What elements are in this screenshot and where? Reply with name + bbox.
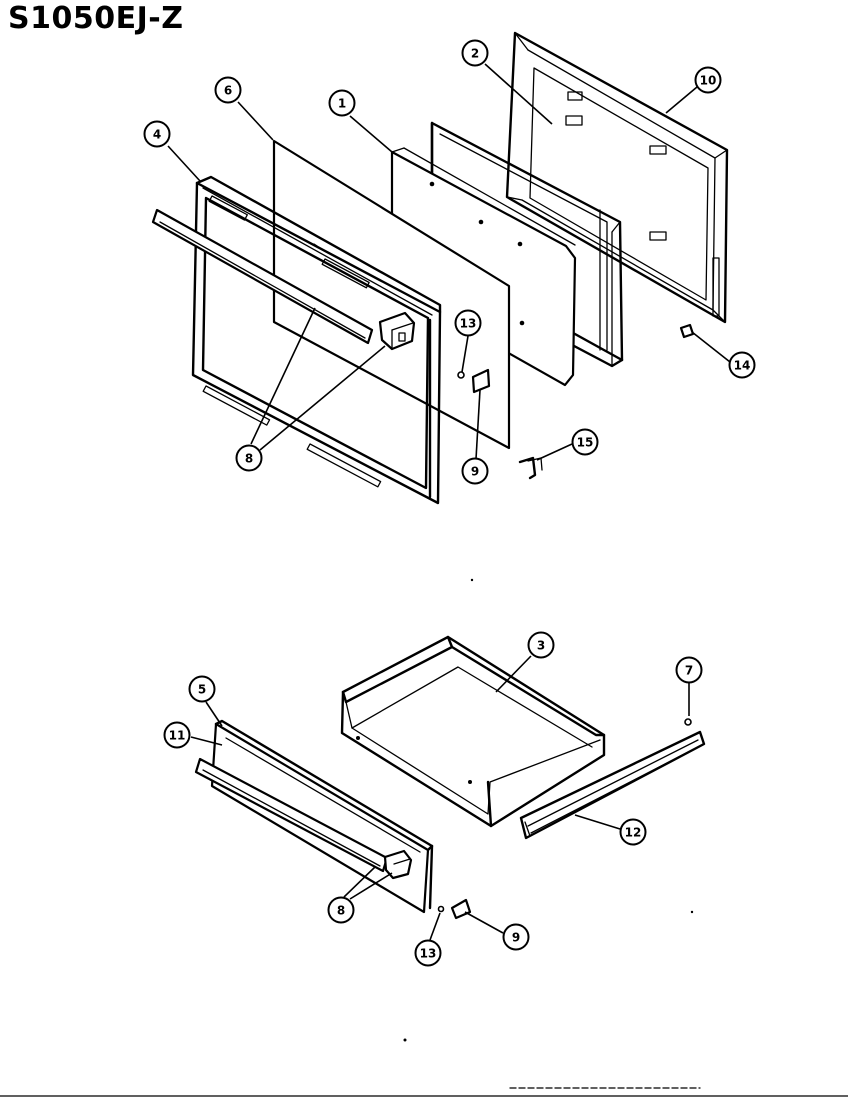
inner-door-liner [505, 31, 729, 324]
callout-c9a: 9 [461, 457, 489, 485]
callout-number: 10 [700, 74, 717, 88]
screw-bottom [437, 905, 445, 913]
callout-c8b: 8 [327, 896, 355, 924]
callout-circle [694, 66, 722, 94]
callout-circle [188, 675, 216, 703]
callout-c6: 6 [214, 76, 242, 104]
callout-circle [454, 309, 482, 337]
callout-number: 7 [685, 664, 693, 678]
callout-c10: 10 [694, 66, 722, 94]
callout-c7: 7 [675, 656, 703, 684]
callout-circle [728, 351, 756, 379]
callout-number: 12 [625, 826, 642, 840]
door-handle [151, 208, 416, 351]
callout-number: 14 [734, 359, 751, 373]
callout-number: 3 [537, 639, 545, 653]
callout-c1: 1 [328, 89, 356, 117]
callout-c13a: 13 [454, 309, 482, 337]
callout-circle [163, 721, 191, 749]
callout-circle [328, 89, 356, 117]
callout-number: 13 [460, 317, 477, 331]
clip-plate-bottom [450, 898, 472, 920]
callout-c5: 5 [188, 675, 216, 703]
callout-number: 2 [471, 47, 479, 61]
door-clip [679, 323, 695, 339]
drawer-pan [340, 635, 606, 828]
callout-number: 8 [337, 904, 345, 918]
callout-c15: 15 [571, 428, 599, 456]
callout-circle [414, 939, 442, 967]
callout-circle [502, 923, 530, 951]
drawer-front-panel [210, 719, 434, 914]
callout-number: 9 [471, 465, 479, 479]
callout-c4: 4 [143, 120, 171, 148]
callout-circle [619, 818, 647, 846]
callout-c11: 11 [163, 721, 191, 749]
callout-number: 8 [245, 452, 253, 466]
callout-circle [235, 444, 263, 472]
callout-circle [527, 631, 555, 659]
drawer-handle [194, 757, 413, 880]
callout-number: 13 [420, 947, 437, 961]
leader-lines [167, 63, 731, 941]
callout-c14: 14 [728, 351, 756, 379]
model-number-title: S1050EJ-Z [8, 1, 184, 36]
callout-number: 1 [338, 97, 346, 111]
callout-c2: 2 [461, 39, 489, 67]
callout-number: 9 [512, 931, 520, 945]
door-frame [191, 175, 442, 505]
callout-number: 4 [153, 128, 161, 142]
callout-c8a: 8 [235, 444, 263, 472]
clip-plate-top [471, 368, 491, 394]
scan-marks [0, 578, 848, 1097]
callout-circle [461, 39, 489, 67]
callout-circle [461, 457, 489, 485]
callout-circle [143, 120, 171, 148]
callout-circle [571, 428, 599, 456]
callout-number: 6 [224, 84, 232, 98]
screw-top [457, 371, 465, 379]
callout-circle [675, 656, 703, 684]
hinge-bracket [518, 456, 543, 480]
callout-circle [214, 76, 242, 104]
callout-circle [327, 896, 355, 924]
rivet [684, 718, 692, 726]
callout-c13b: 13 [414, 939, 442, 967]
callout-number: 5 [198, 683, 206, 697]
drawer-slide-rail [519, 730, 706, 840]
callout-c9b: 9 [502, 923, 530, 951]
callout-number: 15 [577, 436, 594, 450]
callout-c12: 12 [619, 818, 647, 846]
callout-number: 11 [169, 729, 186, 743]
callout-c3: 3 [527, 631, 555, 659]
